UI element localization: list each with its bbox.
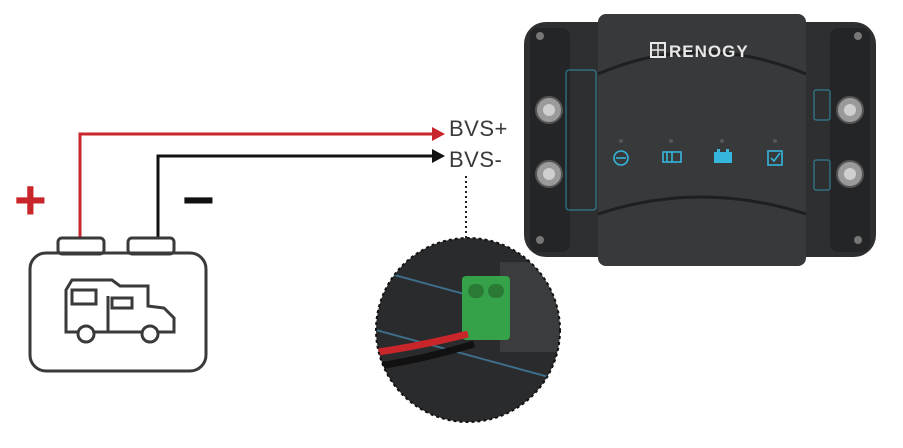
inset-border bbox=[375, 237, 561, 423]
terminal-post bbox=[836, 160, 864, 188]
positive-wire bbox=[78, 127, 445, 238]
battery-icon bbox=[714, 149, 732, 163]
solar-icon bbox=[613, 150, 629, 166]
negative-sign: − bbox=[182, 168, 215, 231]
renogy-device bbox=[524, 14, 876, 266]
positive-sign: + bbox=[14, 168, 47, 231]
negative-wire bbox=[156, 149, 445, 238]
device-brand-logo: RENOGY bbox=[669, 42, 749, 61]
bvs-positive-label: BVS+ bbox=[449, 116, 508, 141]
terminal-post bbox=[836, 96, 864, 124]
connector-inset bbox=[376, 238, 560, 422]
terminal-post bbox=[535, 96, 563, 124]
rv-battery-icon bbox=[28, 236, 208, 373]
terminal-post bbox=[535, 160, 563, 188]
bvs-negative-label: BVS- bbox=[449, 147, 503, 172]
alternator-icon bbox=[662, 151, 682, 163]
check-icon bbox=[767, 150, 783, 166]
